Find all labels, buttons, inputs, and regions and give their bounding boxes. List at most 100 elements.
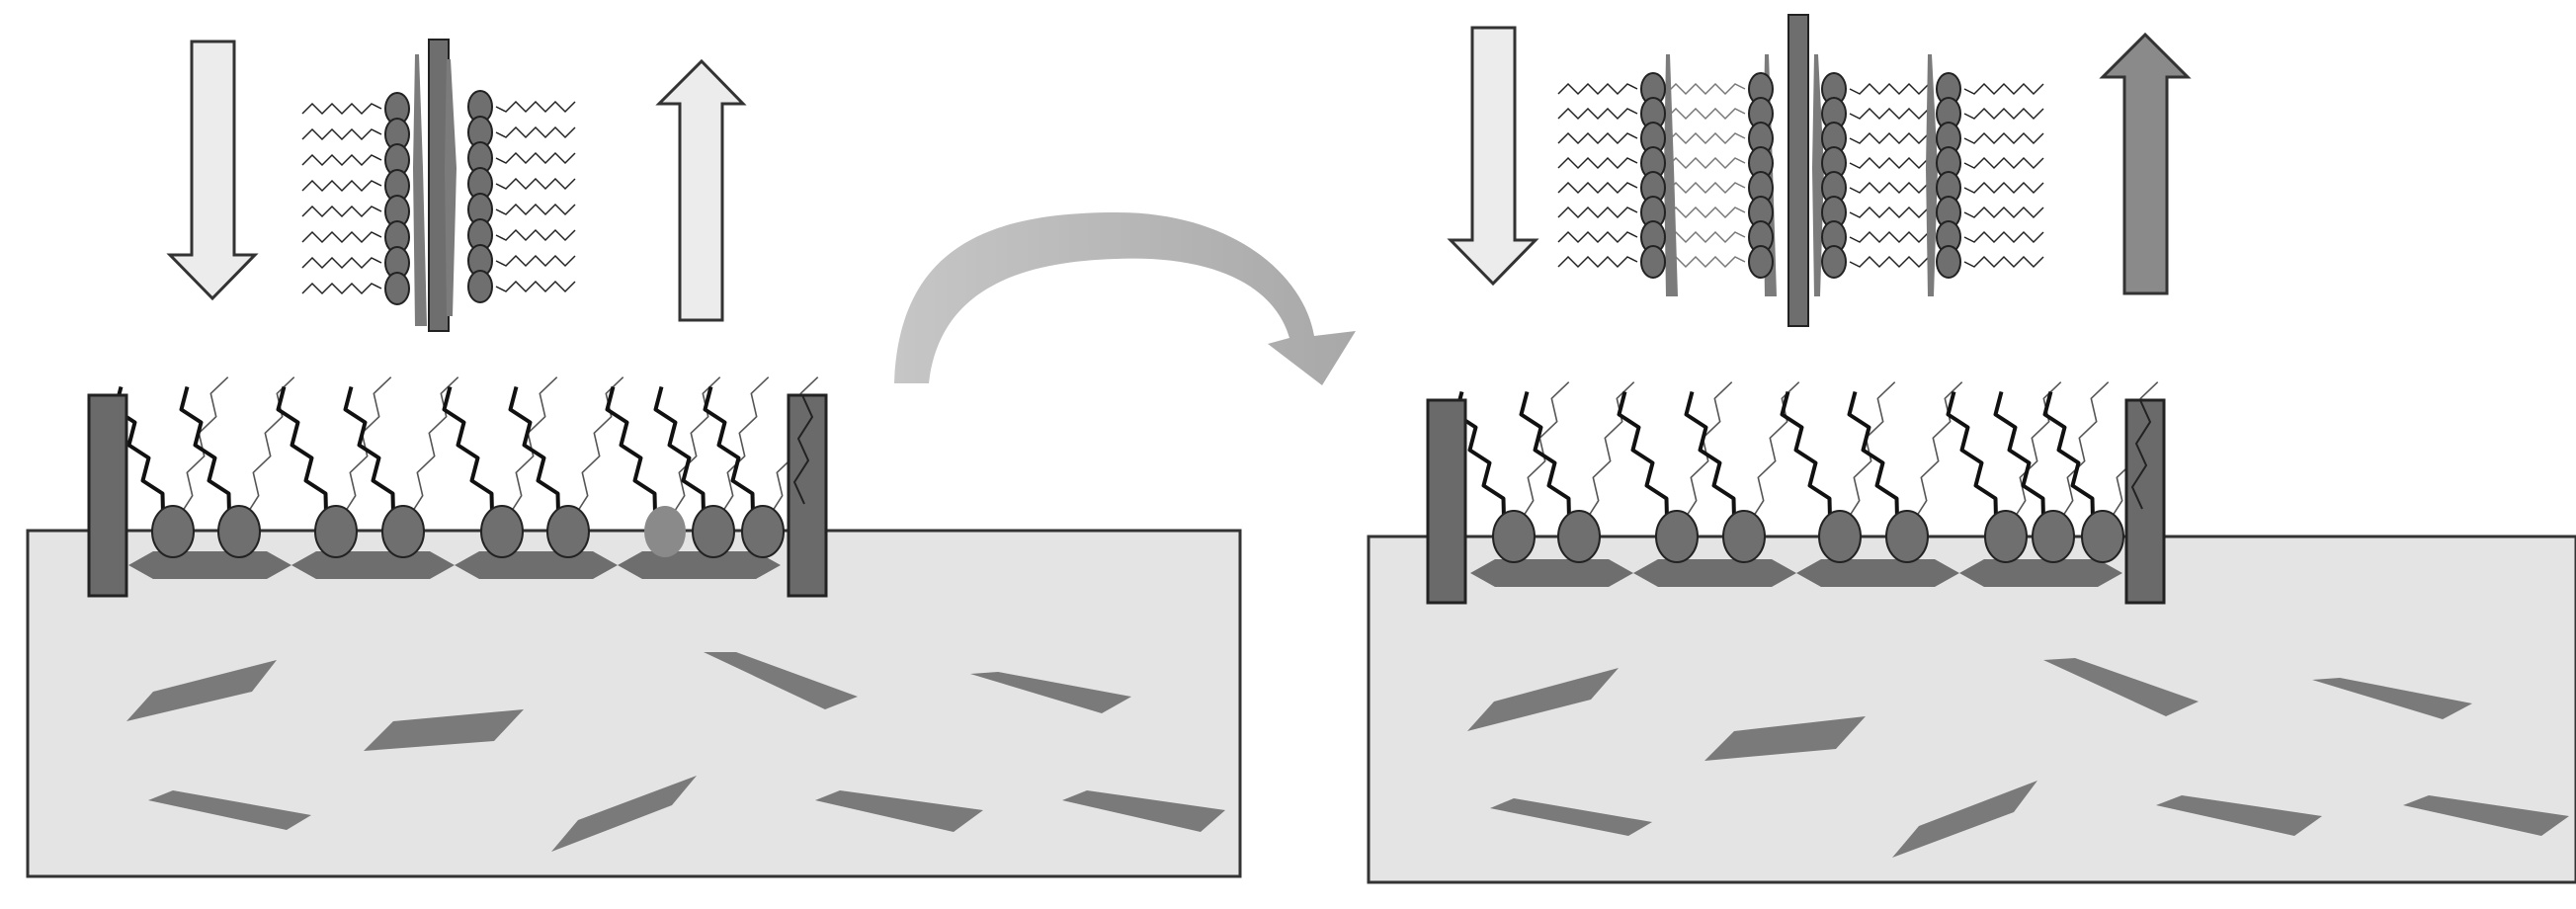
bilayer-tail: [301, 282, 382, 295]
bilayer-tail: [301, 153, 382, 167]
tail-light: [343, 376, 392, 515]
tail-dark: [276, 385, 328, 515]
bilayer-right: [1557, 14, 2044, 327]
bilayer-left: [301, 39, 576, 332]
panel-after: [1367, 14, 2576, 884]
bilayer-tails-right: [1557, 82, 2044, 269]
bilayer-tail: [301, 230, 382, 244]
bilayer-tail: [1849, 131, 1930, 145]
bilayer-tails-left: [301, 100, 576, 295]
bilayer-tail: [1849, 230, 1930, 244]
headgroup: [1885, 510, 1929, 563]
bilayer-tail: [301, 256, 382, 270]
bilayer-tail: [1849, 206, 1930, 219]
bilayer-tail: [1963, 206, 2044, 219]
bilayer-tail: [1557, 107, 1638, 121]
bilayer-tail: [1963, 131, 2044, 145]
tail-dark: [1946, 390, 1998, 520]
particles-left: [126, 652, 1225, 852]
bilayer-headgroup: [1748, 245, 1774, 279]
tail-dark: [1617, 390, 1669, 520]
bilayer-tail: [1849, 107, 1930, 121]
tail-dark: [179, 385, 231, 515]
tail-dark: [343, 385, 395, 515]
bilayer-tail: [495, 254, 576, 268]
tail-light: [1684, 381, 1733, 520]
tail-dark: [1519, 390, 1571, 520]
bilayer-tail: [301, 127, 382, 141]
headgroup: [1492, 510, 1536, 563]
headgroup: [2032, 510, 2075, 563]
bilayer-tail: [1557, 156, 1638, 170]
tail-light: [1914, 381, 1963, 520]
bilayer-headgroup: [1640, 245, 1666, 279]
monolayer-tails-left: [113, 376, 819, 515]
bilayer-tail: [1963, 230, 2044, 244]
bilayer-tail: [301, 102, 382, 116]
bilayer-tail: [1665, 131, 1746, 145]
tail-dark: [703, 385, 755, 515]
tail-dark: [1780, 390, 1832, 520]
monolayer-tails-right: [1454, 381, 2159, 520]
bilayer-tail: [495, 228, 576, 242]
headgroup: [1818, 510, 1862, 563]
headgroup: [151, 505, 195, 558]
tail-light: [2060, 381, 2110, 520]
tail-light: [1751, 381, 1800, 520]
bilayer-tail: [1963, 82, 2044, 96]
headgroup: [644, 506, 686, 557]
panel-before: [26, 39, 1242, 878]
bilayer-tail: [1665, 255, 1746, 269]
barrier-left-b-tail: [792, 394, 814, 505]
bilayer-headgroup: [1821, 245, 1847, 279]
bilayer-tail: [1557, 255, 1638, 269]
bilayer-tail: [1963, 107, 2044, 121]
headgroup: [546, 505, 590, 558]
barrier-right-b: [2124, 398, 2166, 605]
bilayer-tail: [495, 125, 576, 139]
arrow-down-icon: [166, 40, 259, 301]
headgroup: [1557, 510, 1601, 563]
bilayer-tail: [1665, 156, 1746, 170]
tail-dark: [442, 385, 494, 515]
tail-light: [509, 376, 558, 515]
arrow-up-icon: [655, 58, 747, 322]
bilayer-tail: [495, 151, 576, 165]
bilayer-tail: [1963, 156, 2044, 170]
bilayer-tail: [301, 205, 382, 218]
monolayer-heads-right: [1492, 510, 2124, 563]
bilayer-tail: [1665, 82, 1746, 96]
bilayer-tail: [495, 177, 576, 191]
headgroup: [314, 505, 358, 558]
headgroup: [480, 505, 524, 558]
tail-light: [672, 376, 721, 515]
tail-light: [246, 376, 295, 515]
tail-dark: [605, 385, 657, 515]
bilayer-tail: [495, 100, 576, 114]
tail-dark: [508, 385, 560, 515]
tail-light: [180, 376, 229, 515]
bilayer-tail: [1557, 82, 1638, 96]
bilayer-tail: [1665, 107, 1746, 121]
tail-light: [2013, 381, 2062, 520]
barrier-right-b-tail: [2130, 399, 2152, 510]
tail-dark: [1993, 390, 2045, 520]
headgroup: [2081, 510, 2124, 563]
bilayer-tail: [1963, 255, 2044, 269]
bilayer-tail: [1849, 181, 1930, 195]
tail-dark: [653, 385, 706, 515]
hexagon-row-right: [1470, 559, 2122, 587]
bilayer-tail: [1849, 156, 1930, 170]
headgroup: [1722, 510, 1766, 563]
tail-light: [1847, 381, 1896, 520]
bilayer-tail: [1665, 230, 1746, 244]
tail-light: [410, 376, 459, 515]
bilayer-tail: [1963, 181, 2044, 195]
bilayer-tail: [301, 179, 382, 193]
hexagon-row-left: [128, 551, 781, 579]
bilayer-headgroup: [467, 270, 493, 303]
bilayer-tail: [1557, 206, 1638, 219]
headgroup: [381, 505, 425, 558]
bilayer-heads-right: [1640, 72, 1961, 279]
